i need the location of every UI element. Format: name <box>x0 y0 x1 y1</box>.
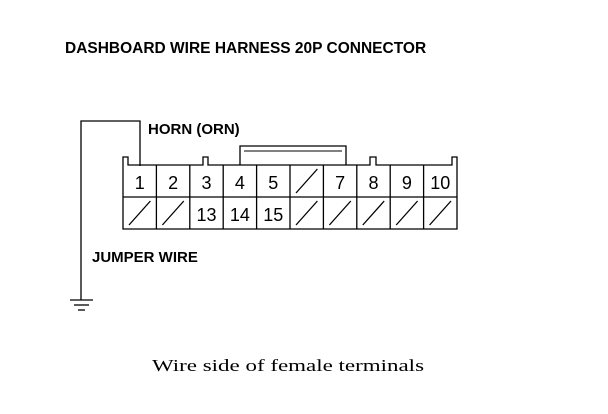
connector-cells: 1 2 3 4 5 7 8 9 10 13 14 15 <box>128 165 452 229</box>
terminal-number: 10 <box>430 173 450 193</box>
jumper-wire-label: JUMPER WIRE <box>92 249 198 266</box>
terminal-number: 7 <box>335 173 345 193</box>
empty-terminal-slash <box>128 200 151 226</box>
terminal-number: 14 <box>230 205 250 225</box>
terminal-number: 13 <box>196 205 216 225</box>
empty-terminal-slash <box>295 168 318 194</box>
empty-terminal-slash <box>295 200 318 226</box>
diagram-title: DASHBOARD WIRE HARNESS 20P CONNECTOR <box>65 40 426 57</box>
empty-terminal-slash <box>328 200 352 226</box>
horn-label: HORN (ORN) <box>148 121 240 138</box>
terminal-number: 5 <box>268 173 278 193</box>
terminal-number: 1 <box>135 173 145 193</box>
terminal-number: 2 <box>168 173 178 193</box>
terminal-number: 9 <box>402 173 412 193</box>
terminal-number: 15 <box>263 205 283 225</box>
empty-terminal-slash <box>395 200 419 226</box>
caption: Wire side of female terminals <box>152 356 424 375</box>
terminal-number: 3 <box>201 173 211 193</box>
empty-terminal-slash <box>161 200 185 226</box>
jumper-wire <box>80 120 141 300</box>
empty-terminal-slash <box>429 200 452 226</box>
terminal-number: 4 <box>235 173 245 193</box>
ground-icon <box>70 299 93 311</box>
empty-terminal-slash <box>362 200 385 226</box>
terminal-number: 8 <box>368 173 378 193</box>
